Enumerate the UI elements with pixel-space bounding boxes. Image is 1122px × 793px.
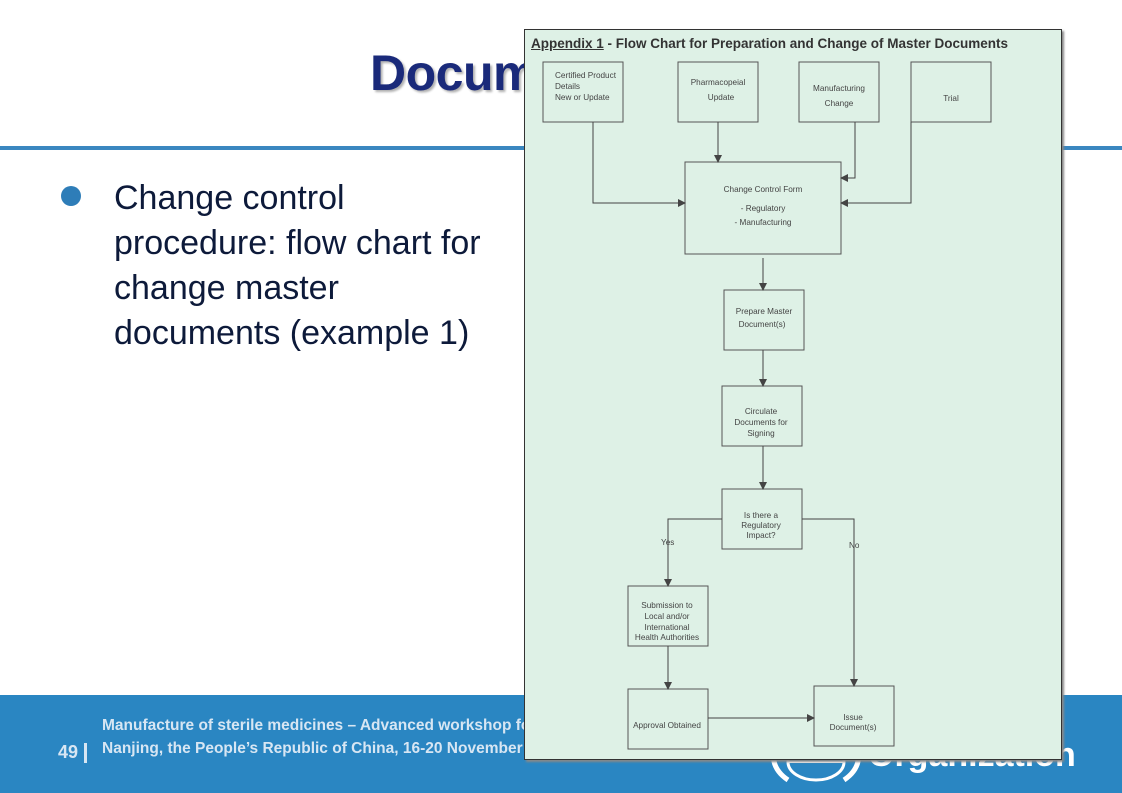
box-text: Change — [825, 99, 854, 108]
connector-no — [802, 518, 858, 687]
box-text: Prepare Master — [736, 307, 793, 316]
footer-workshop-line: Manufacture of sterile medicines – Advan… — [102, 717, 531, 734]
box-text: Document(s) — [739, 320, 786, 329]
box-text: Change Control Form — [724, 185, 803, 194]
box-text: Submission to — [641, 601, 693, 610]
appendix-title: Appendix 1 - Flow Chart for Preparation … — [531, 36, 1008, 51]
branch-label-no: No — [849, 541, 860, 550]
box-manufacturing-change — [798, 61, 880, 123]
box-text: Certified Product — [555, 71, 617, 80]
box-text: - Manufacturing — [735, 218, 792, 227]
page-number-divider — [84, 743, 87, 763]
box-approval-obtained — [627, 688, 709, 750]
box-text: Is there a — [744, 511, 779, 520]
box-text: - Regulatory — [741, 204, 787, 213]
box-text: Manufacturing — [813, 84, 865, 93]
slide-title: Docum — [370, 45, 537, 101]
box-text: Trial — [943, 94, 959, 103]
flowchart-diagram: Certified Product Details New or Update … — [542, 61, 992, 750]
box-text: Regulatory — [741, 521, 782, 530]
box-pharmacopeial-update — [677, 61, 759, 123]
page-number: 49 — [58, 742, 79, 762]
appendix-label: Appendix 1 — [531, 36, 604, 51]
box-text: Document(s) — [830, 723, 877, 732]
bullet-text: Change control procedure: flow chart for… — [114, 179, 481, 352]
box-text: Approval Obtained — [633, 721, 701, 730]
box-text: Health Authorities — [635, 633, 699, 642]
box-text: Update — [708, 93, 735, 102]
box-text: International — [644, 623, 689, 632]
connector-manufacturing — [840, 122, 856, 182]
connector-yes — [664, 518, 722, 587]
appendix-title-text: - Flow Chart for Preparation and Change … — [603, 36, 1009, 51]
box-text: Circulate — [745, 407, 778, 416]
box-change-control-form — [684, 161, 842, 255]
footer-location-line: Nanjing, the People’s Republic of China,… — [102, 740, 523, 757]
box-text: Impact? — [746, 531, 776, 540]
connector-certified — [592, 122, 686, 207]
box-text: New or Update — [555, 93, 610, 102]
branch-label-yes: Yes — [661, 538, 674, 547]
box-text: Pharmacopeial — [691, 78, 746, 87]
connector-trial — [840, 122, 912, 207]
bullet-icon — [61, 186, 81, 206]
box-text: Documents for — [734, 418, 788, 427]
appendix-flowchart-panel: Appendix 1 - Flow Chart for Preparation … — [524, 29, 1062, 760]
box-trial — [910, 61, 992, 123]
box-text: Details — [555, 82, 580, 91]
box-text: Issue — [843, 713, 863, 722]
box-text: Local and/or — [644, 612, 689, 621]
box-text: Signing — [747, 429, 775, 438]
box-certified-product — [542, 61, 624, 123]
